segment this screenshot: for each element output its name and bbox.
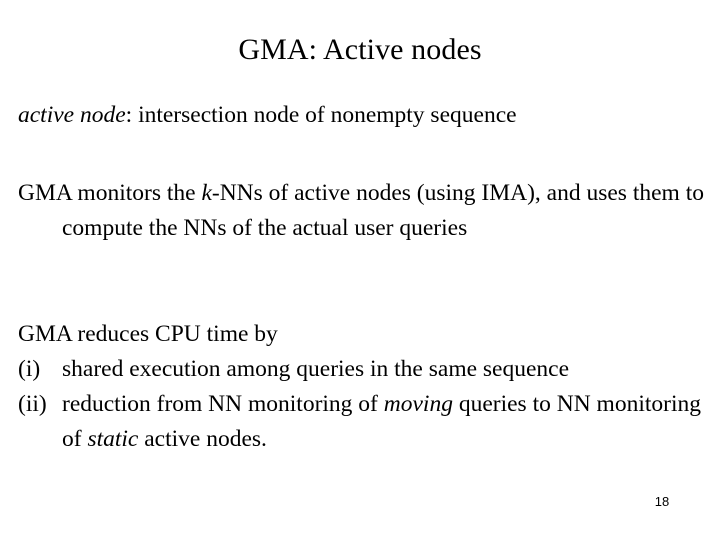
vertical-spacer xyxy=(18,246,708,317)
benefits-heading: GMA reduces CPU time by xyxy=(18,321,278,347)
list-marker-i: (i) xyxy=(18,356,41,382)
paragraph-part-1: GMA monitors the xyxy=(18,180,202,206)
list-text-ii-prefix: reduction from NN monitoring of xyxy=(62,391,384,417)
paragraph-italic-k: k xyxy=(201,180,212,206)
list-text-ii-middle: queries to NN monitoring of xyxy=(62,391,701,452)
list-item: (i) shared execution among queries in th… xyxy=(18,352,708,387)
page-number: 18 xyxy=(654,494,670,509)
slide-body: active node: intersection node of nonemp… xyxy=(18,98,708,457)
list-text-i: shared execution among queries in the sa… xyxy=(62,356,570,382)
gma-monitors-paragraph: GMA monitors the k-NNs of active nodes (… xyxy=(18,176,708,246)
paragraph-part-2: -NNs of active nodes (using IMA), and us… xyxy=(62,180,704,241)
list-text-ii-italic-static: static xyxy=(87,426,139,452)
definition-body: intersection node of nonempty sequence xyxy=(138,102,517,128)
definition-term: active node xyxy=(18,102,126,128)
list-text-ii: reduction from NN monitoring of moving q… xyxy=(62,387,708,457)
list-text-ii-suffix: active nodes. xyxy=(138,426,267,452)
list-item: (ii) reduction from NN monitoring of mov… xyxy=(18,387,708,457)
list-marker-ii: (ii) xyxy=(18,391,47,417)
definition-line: active node: intersection node of nonemp… xyxy=(18,98,708,133)
definition-separator: : xyxy=(125,102,139,128)
page-title: GMA: Active nodes xyxy=(238,33,482,67)
list-text-ii-italic-moving: moving xyxy=(383,391,453,417)
